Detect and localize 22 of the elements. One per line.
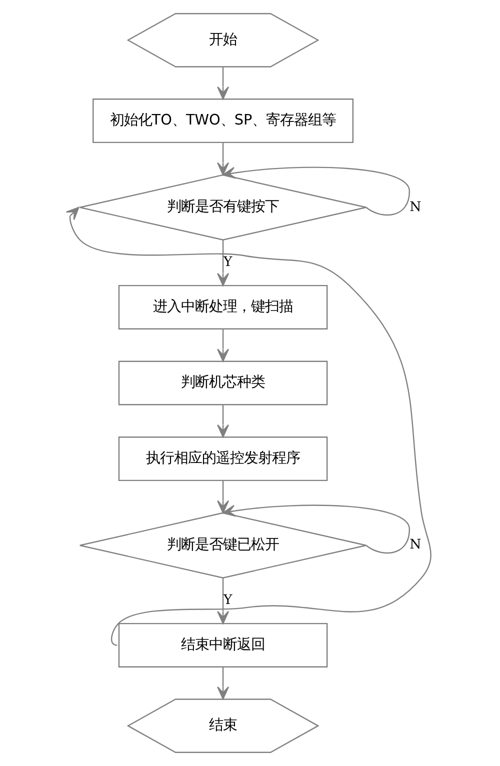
arrow [216,480,229,514]
node-box: 进入中断处理，键扫描 [118,284,328,330]
node-box: 判断机芯种类 [118,360,328,406]
edge-label: Y [222,255,232,270]
arrow [216,142,229,176]
arrow [216,66,229,100]
arrow [216,240,229,286]
edge-label: N [409,200,421,215]
edge-label: Y [222,593,232,608]
node-diamond: 判断是否有键按下 [78,174,366,240]
node-box: 结束中断返回 [118,622,328,668]
node-diamond: 判断是否键已松开 [78,512,366,578]
arrow [222,504,410,554]
arrow [222,166,410,216]
arrow [216,329,229,362]
arrow [216,666,229,700]
arrow [216,405,229,438]
node-box: 执行相应的遥控发射程序 [118,436,328,482]
edge-label: N [409,538,421,553]
arrow [216,578,229,624]
arrow [65,206,431,646]
node-box: 初始化TO、TWO、SP、寄存器组等 [92,98,354,144]
